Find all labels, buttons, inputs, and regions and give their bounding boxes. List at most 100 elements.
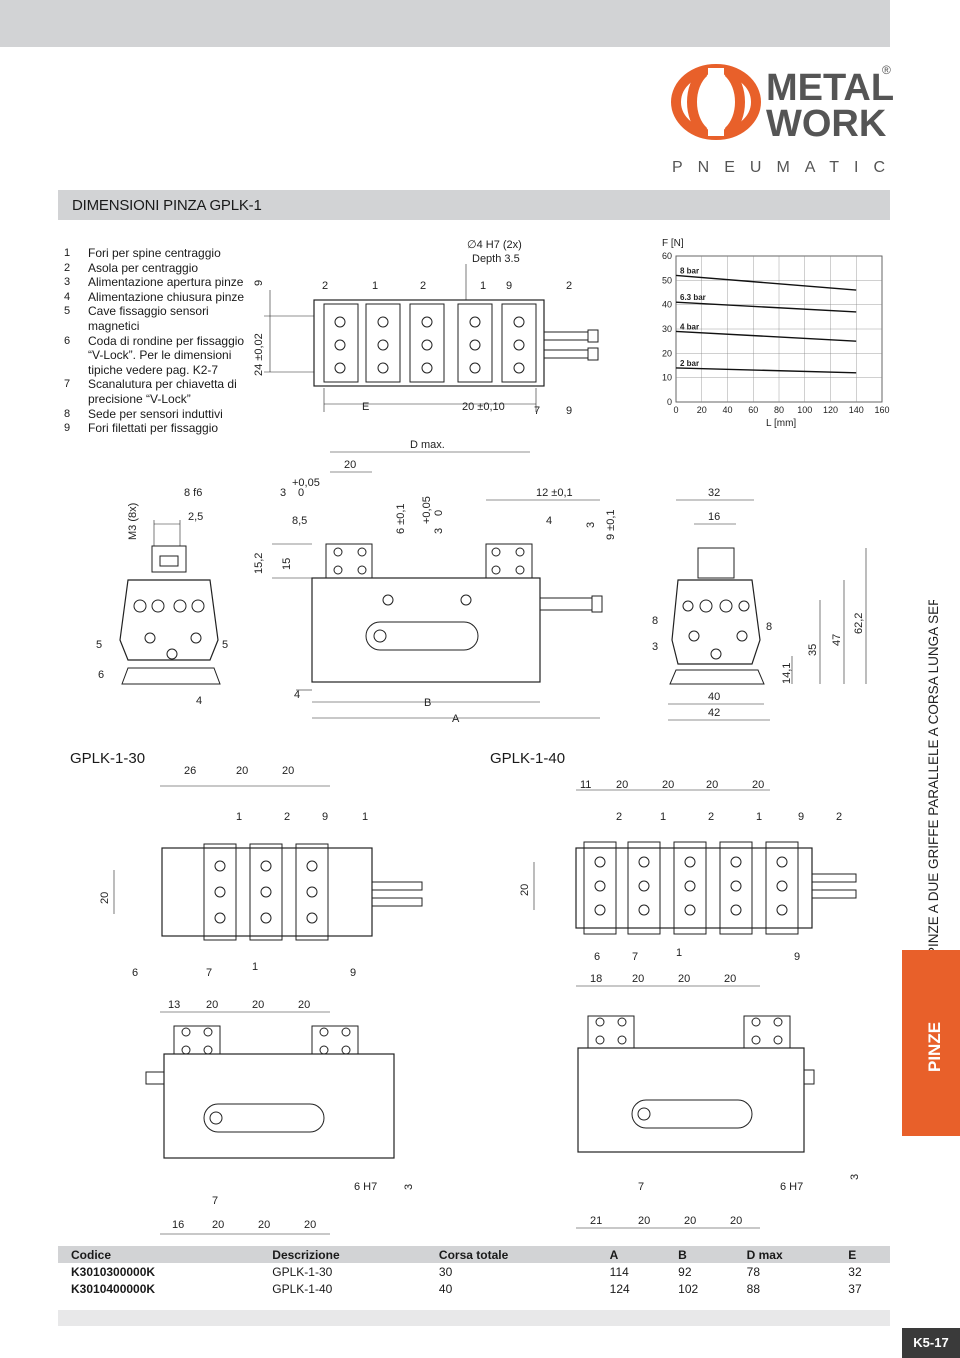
gplk30-front-view: 7 6 H7 3 16 20 20 20: [145, 1025, 415, 1235]
callout: 2: [708, 811, 714, 823]
dim-label: 3: [403, 1184, 415, 1190]
legend-num: 7: [64, 378, 71, 391]
callout: 9: [506, 280, 512, 292]
dim-label: 18: [590, 973, 602, 985]
legend-item: 1 Fori per spine centraggio: [64, 246, 254, 261]
dim-label: 20: [638, 1215, 650, 1227]
table-cell: 92: [678, 1265, 692, 1279]
dim-label: 4: [294, 689, 300, 701]
callout: 1: [362, 811, 368, 823]
dim-label: 24 ±0,02: [253, 333, 265, 376]
chart-xtick: 100: [797, 405, 812, 415]
legend-text: Fori filettati per fissaggio: [88, 421, 219, 436]
callout: 9: [798, 811, 804, 823]
category-tab-label: PINZE: [925, 1022, 944, 1072]
dim-label: 6 H7: [354, 1181, 377, 1193]
table-header: Descrizione: [259, 1246, 426, 1263]
dim-label: 20: [206, 999, 218, 1011]
callout: 3: [652, 641, 658, 653]
callout: 1: [756, 811, 762, 823]
chart-series-label: 6.3 bar: [680, 293, 706, 302]
chart-series-line: [675, 330, 857, 342]
dim-label: 0: [433, 510, 445, 516]
chart-series-label: 2 bar: [680, 359, 699, 368]
gplk40-top-view: 11 20 20 20 20 2 1 2 1 9 2 20 6 7 1 9 18…: [519, 779, 857, 987]
top-bar: [0, 0, 890, 47]
callout: 4: [196, 695, 202, 707]
dim-label: 12 ±0,1: [536, 487, 573, 499]
legend-text: Asola per centraggio: [88, 260, 199, 275]
legend-num: 3: [64, 276, 71, 289]
dim-label: +0,05: [421, 496, 433, 524]
dim-label: 32: [708, 487, 720, 499]
table-header: B: [665, 1246, 734, 1263]
legend-num: 1: [64, 247, 71, 259]
table-header: E: [835, 1246, 890, 1263]
dim-label: 20: [706, 779, 718, 791]
table-cell: GPLK-1-40: [272, 1282, 333, 1296]
dim-label: 40: [708, 691, 720, 703]
dim-label: 3: [433, 528, 445, 534]
dim-label: 42: [708, 707, 720, 719]
chart-xtick: 160: [874, 405, 889, 415]
dim-label: 20: [298, 999, 310, 1011]
callout: 6: [594, 951, 600, 963]
legend-text: Scanalutura per chiavetta di precisione …: [88, 377, 237, 406]
callout: 2: [616, 811, 622, 823]
category-tab-label-svg: PINZE: [925, 1022, 944, 1072]
table-cell: K3010400000K: [71, 1282, 156, 1296]
chart-series-line: [675, 367, 857, 374]
chart-ytick: 40: [662, 300, 672, 310]
table-cell: K3010300000K: [71, 1265, 156, 1279]
dim-label: +0,05: [292, 477, 320, 489]
dim-label: B: [424, 697, 431, 709]
chart-ytick: 50: [662, 275, 672, 285]
dim-label: 20: [662, 779, 674, 791]
logo-subtitle: PNEUMATIC: [672, 159, 896, 176]
table-cell: 40: [438, 1282, 453, 1296]
logo-line2: WORK: [766, 103, 887, 145]
footer-bar: [58, 1310, 890, 1326]
top-view: ∅4 H7 (2x) Depth 3.5 2 1 2 1 9 2 24 ±0,0…: [253, 239, 599, 417]
callout: 7: [206, 967, 212, 979]
callout: 1: [660, 811, 666, 823]
legend-text: Fori per spine centraggio: [88, 246, 221, 260]
chart-xtick: 0: [673, 405, 678, 415]
callout: 6: [98, 669, 104, 681]
table-header: A: [596, 1246, 666, 1263]
dim-label: 62,2: [853, 613, 865, 634]
dim-label: 3: [585, 522, 597, 528]
side-tab-text: PINZE A DUE GRIFFE PARALLELE A CORSA LUN…: [926, 600, 941, 956]
table-row: K3010300000K GPLK-1-30 30 114 92 78 32: [58, 1263, 890, 1280]
table-cell: 114: [609, 1265, 629, 1279]
dim-label: 20 ±0,10: [462, 401, 505, 413]
dim-label: 4: [546, 515, 552, 527]
table-cell: GPLK-1-30: [272, 1265, 333, 1279]
callout: 9: [566, 405, 572, 417]
dim-label: 20: [252, 999, 264, 1011]
callout: 2: [420, 280, 426, 292]
category-tab[interactable]: PINZE: [902, 950, 960, 1136]
table-header: Codice: [58, 1246, 260, 1263]
table-header: D max: [733, 1246, 836, 1263]
chart-series-label: 4 bar: [680, 322, 699, 331]
legend-num: 2: [64, 261, 71, 274]
left-side-view: M3 (8x) 8 f6 2,5 5 5 6 4: [96, 487, 228, 707]
registered-mark: ®: [882, 63, 891, 77]
chart-xtick: 20: [697, 405, 707, 415]
dim-label: 21: [590, 1215, 602, 1227]
table-cell: 30: [438, 1265, 453, 1279]
dim-label: 15: [281, 558, 293, 570]
legend-text: Sede per sensori induttivi: [88, 406, 223, 421]
right-side-view: 32 16 8 8 3 14,1 35 47 62,2 40 42: [652, 487, 867, 721]
dim-label: 20: [724, 973, 736, 985]
technical-drawing: ∅4 H7 (2x) Depth 3.5 2 1 2 1 9 2 24 ±0,0…: [96, 239, 867, 1235]
dim-label: 20: [684, 1215, 696, 1227]
callout: 1: [676, 947, 682, 959]
gplk30-top-view: 26 20 20 1 2 9 1 20 6 7 1 9 13 20 20 20: [99, 765, 423, 1013]
